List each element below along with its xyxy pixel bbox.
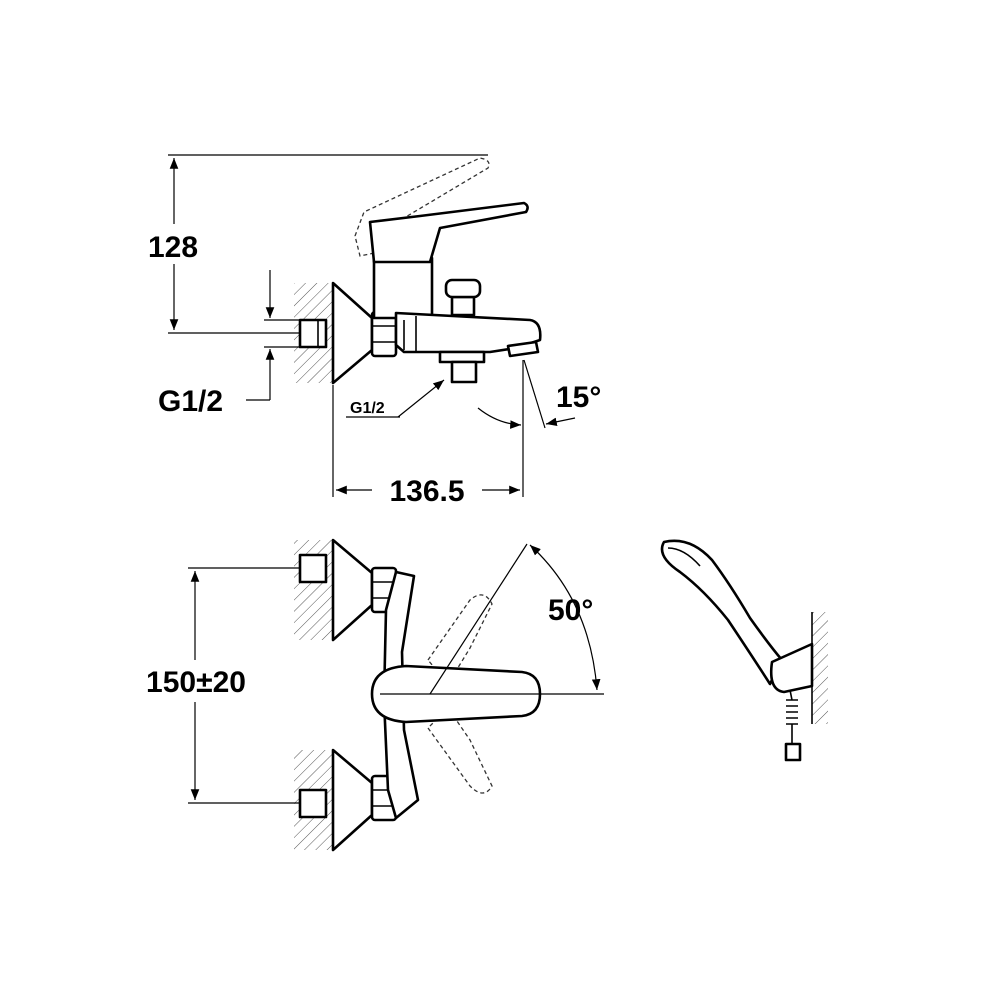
side-diverter-stem: [450, 295, 476, 317]
shower-holder: [769, 642, 814, 694]
lever-angle-label: 50°: [548, 594, 593, 627]
top-lower-escutcheon: [331, 748, 374, 852]
hand-shower: [660, 539, 784, 686]
shower-hose-connector: [784, 742, 802, 762]
projection-label-bg: [372, 470, 482, 508]
shower-hose: [786, 689, 798, 744]
centres-label-bg: [126, 660, 266, 702]
hand-shower-face: [667, 547, 701, 567]
side-mixer-body: [372, 256, 434, 320]
spout-angle-label: 15°: [556, 381, 601, 414]
side-shower-outlet: [450, 360, 478, 384]
top-upper-inlet-pipe: [298, 553, 328, 584]
side-escutcheon: [331, 281, 374, 385]
spout-angle-arc-left: [477, 407, 522, 429]
top-lever-rotated-up: [427, 594, 493, 686]
shower-wall-hatch: [812, 612, 828, 724]
top-lower-inlet-pipe: [298, 788, 328, 819]
side-diverter-knob: [444, 278, 482, 299]
outlet-thread-label: G1/2: [350, 400, 385, 417]
side-shower-outlet-neck: [438, 350, 486, 364]
side-lever: [368, 201, 529, 264]
spout-angle-arc-right: [545, 417, 576, 427]
top-view: 150±20 50°: [126, 538, 604, 852]
hand-shower-view: [660, 539, 828, 762]
side-inlet-pipe: [298, 318, 328, 349]
side-view: 128 G1/2: [130, 154, 601, 508]
side-spout-aerator: [506, 340, 540, 358]
outlet-thread-leader: [397, 379, 445, 418]
lever-angle-arc: [529, 544, 601, 691]
height-dimension-label: 128: [148, 231, 198, 264]
centres-dimension-label: 150±20: [146, 666, 246, 699]
top-upper-escutcheon: [331, 538, 374, 642]
inlet-thread-label: G1/2: [158, 385, 223, 418]
spout-angle-ray: [523, 359, 546, 429]
projection-dimension-label: 136.5: [389, 475, 464, 508]
height-label-bg: [130, 224, 220, 264]
top-lever-rotated-down: [427, 706, 493, 794]
lever-angle-ray: [429, 543, 528, 695]
side-lever-raised: [354, 157, 490, 257]
